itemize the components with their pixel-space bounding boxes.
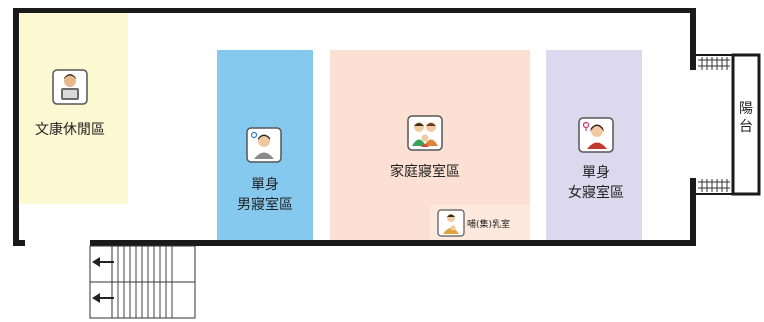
single-male-label-line2: 男寢室區 [237,196,293,213]
single-female-label-line2: 女寢室區 [568,184,624,201]
balcony-label-line2: 台 [739,119,753,135]
balcony-railing-upper [698,57,730,70]
single-female-label-line1: 單身 [582,165,610,181]
stair-arrow-down-icon [92,293,114,303]
single-male-label-line1: 單身 [251,177,279,193]
balcony-railing-lower [698,179,730,192]
balcony-label-line1: 陽 [739,101,753,117]
family-icon [407,115,443,151]
staircase[interactable] [89,245,196,319]
female-person-icon [578,117,614,153]
male-person-icon [246,127,282,163]
family-label: 家庭寢室區 [390,163,460,180]
stair-arrow-up-icon [92,257,114,267]
leisure-label: 文康休閒區 [35,121,105,138]
balcony[interactable]: 陽 台 [696,53,761,196]
nursing-room-label: 哺(集)乳室 [467,218,510,230]
reading-person-icon [52,69,88,105]
walls [13,8,696,246]
nursing-mother-icon [437,209,465,237]
leisure-zone[interactable] [20,12,128,204]
